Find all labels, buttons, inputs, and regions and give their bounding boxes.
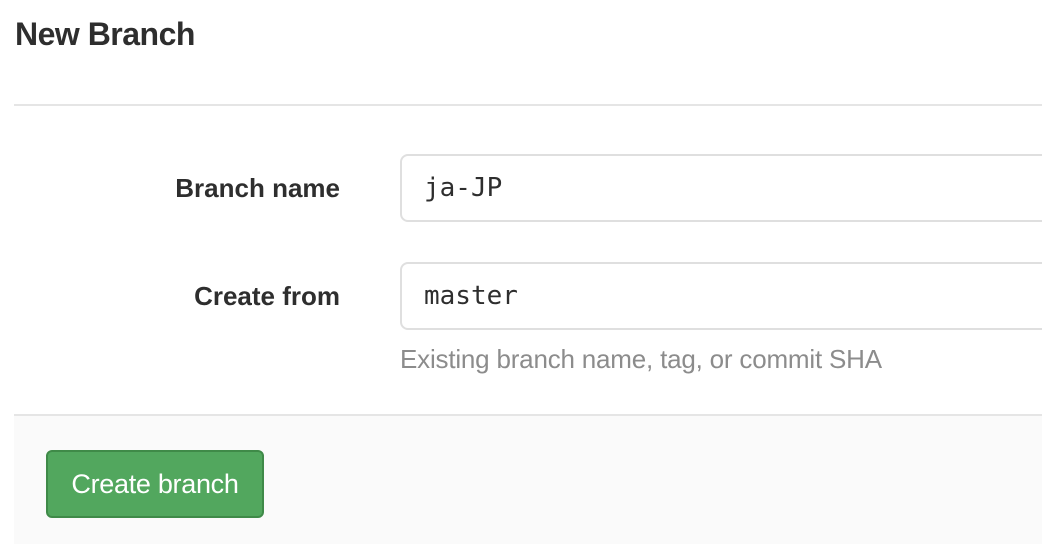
header-divider [14,104,1042,106]
page-title: New Branch [15,16,195,52]
branch-name-label: Branch name [175,173,340,203]
create-from-label: Create from [194,281,340,311]
branch-name-input[interactable] [400,154,1042,222]
create-branch-button[interactable]: Create branch [46,450,264,518]
create-from-input[interactable] [400,262,1042,330]
create-from-help-text: Existing branch name, tag, or commit SHA [400,344,882,374]
form-actions: Create branch [14,414,1042,544]
